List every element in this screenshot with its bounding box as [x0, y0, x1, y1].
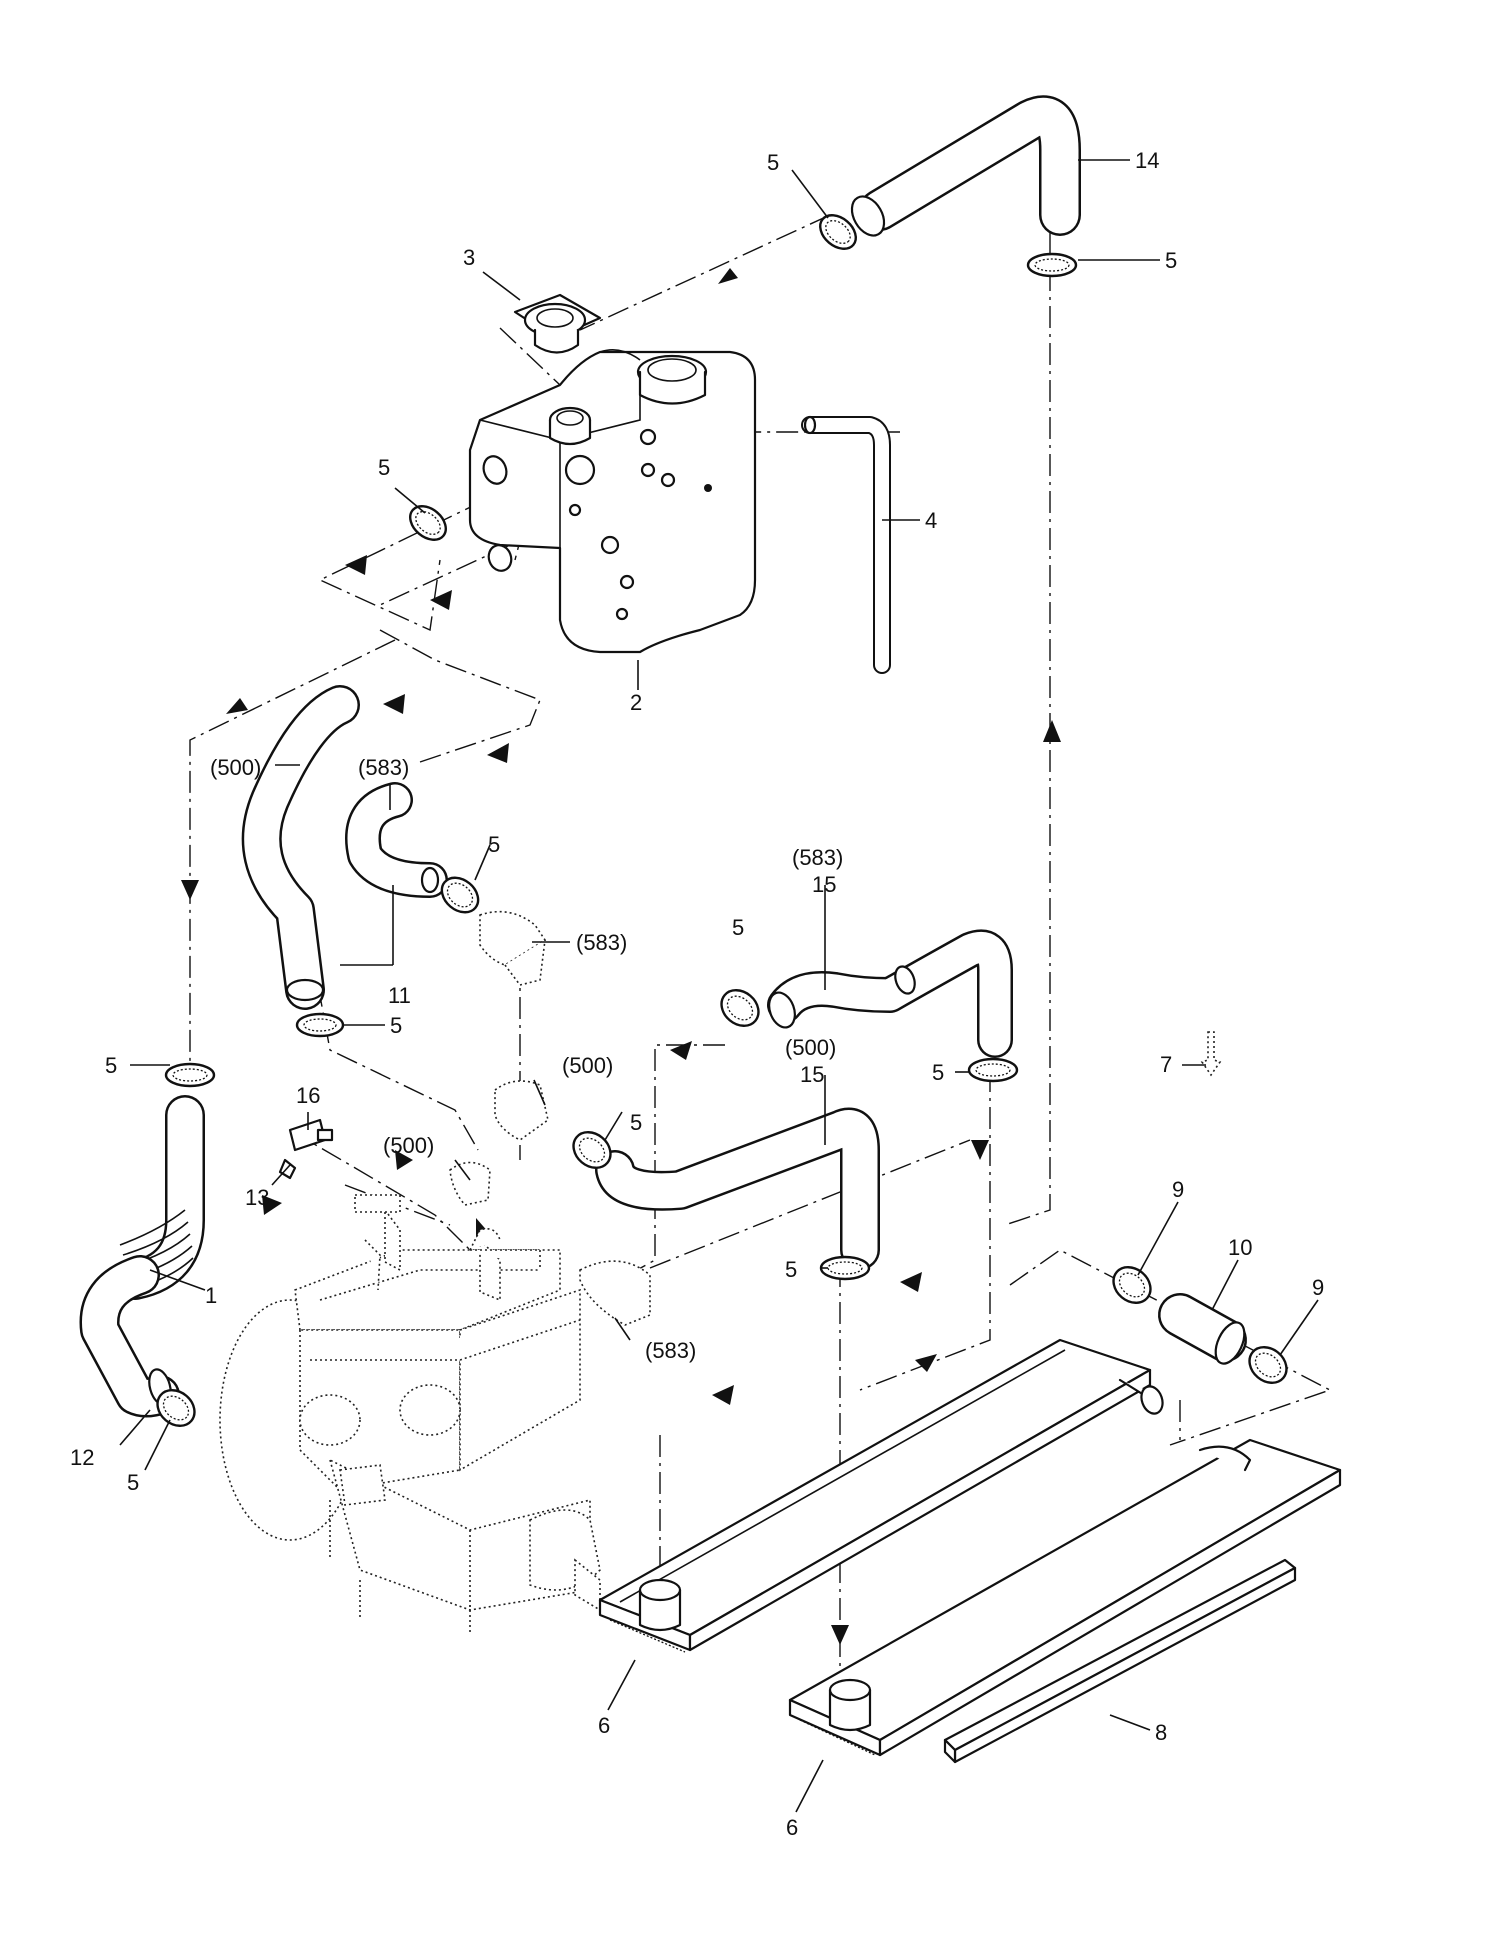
clamp-m	[1248, 1346, 1288, 1384]
callout-15: 15	[812, 872, 836, 897]
callout-8: 8	[1155, 1720, 1167, 1745]
clamp-c	[409, 505, 447, 541]
thermostat-housing-583	[479, 910, 547, 986]
ref-500: (500)	[210, 755, 261, 780]
callout-11: 11	[388, 983, 411, 1008]
overflow-tube	[801, 415, 891, 674]
hose-500-15	[595, 1107, 880, 1270]
clamp-i	[572, 1131, 612, 1169]
callout-7: 7	[1160, 1052, 1172, 1077]
callout-3: 3	[463, 245, 475, 270]
callout-5: 5	[732, 915, 744, 940]
clamp-l	[1112, 1266, 1152, 1304]
clamps	[156, 214, 1288, 1427]
fitting-500-a	[494, 1080, 549, 1141]
callout-5: 5	[630, 1110, 642, 1135]
callout-5: 5	[785, 1257, 797, 1282]
ref-500: (500)	[562, 1053, 613, 1078]
callout-5: 5	[390, 1013, 402, 1038]
clamp-k	[156, 1389, 196, 1427]
clamp-e	[295, 1012, 345, 1038]
clamp-g	[720, 989, 760, 1027]
leader-lines	[119, 159, 1319, 1813]
expansion-tank	[468, 349, 757, 654]
callout-16: 16	[296, 1083, 320, 1108]
callout-5: 5	[1165, 248, 1177, 273]
rivet-7	[1200, 1031, 1222, 1077]
callout-labels: 5 14 5 3 5 4 2 (500) (583) 5 (583) 11 5 …	[70, 148, 1324, 1840]
radiator-bar-8	[943, 1558, 1297, 1764]
callout-9: 9	[1312, 1275, 1324, 1300]
ref-583: (583)	[792, 845, 843, 870]
clamp-f	[164, 1062, 216, 1088]
hose-583-15	[767, 929, 1013, 1058]
engine-block	[219, 1194, 601, 1635]
callout-6: 6	[598, 1713, 610, 1738]
ref-500: (500)	[383, 1133, 434, 1158]
callout-15: 15	[800, 1062, 824, 1087]
callout-5: 5	[105, 1053, 117, 1078]
ref-583: (583)	[576, 930, 627, 955]
ref-583: (583)	[645, 1338, 696, 1363]
callout-5: 5	[932, 1060, 944, 1085]
clamp-h	[967, 1057, 1019, 1083]
clamp-d	[440, 876, 480, 914]
clamp-a	[819, 214, 857, 250]
coupling-hose-10	[1158, 1293, 1247, 1365]
callout-13: 13	[245, 1185, 269, 1210]
hose-14	[850, 95, 1081, 237]
callout-6: 6	[786, 1815, 798, 1840]
ref-500: (500)	[785, 1035, 836, 1060]
callout-5: 5	[378, 455, 390, 480]
callout-5: 5	[488, 832, 500, 857]
callout-1: 1	[205, 1283, 217, 1308]
callout-4: 4	[925, 508, 937, 533]
radiator-left	[598, 1338, 1164, 1653]
clamp-b	[1026, 252, 1078, 278]
callout-5: 5	[767, 150, 779, 175]
hose-12	[79, 1255, 180, 1418]
hose-583-upper	[345, 782, 448, 898]
callout-2: 2	[630, 690, 642, 715]
hose-500-upper	[241, 685, 360, 1010]
callout-9: 9	[1172, 1177, 1184, 1202]
filler-cap	[513, 293, 602, 354]
callout-5: 5	[127, 1470, 139, 1495]
ref-583: (583)	[358, 755, 409, 780]
fitting-500-b	[449, 1161, 491, 1206]
clamp-j	[819, 1255, 871, 1281]
fitting-583-lower	[579, 1260, 651, 1326]
callout-14: 14	[1135, 148, 1159, 173]
radiator-right	[788, 1438, 1342, 1757]
temperature-sensor	[278, 1118, 334, 1180]
callout-10: 10	[1228, 1235, 1252, 1260]
callout-12: 12	[70, 1445, 94, 1470]
